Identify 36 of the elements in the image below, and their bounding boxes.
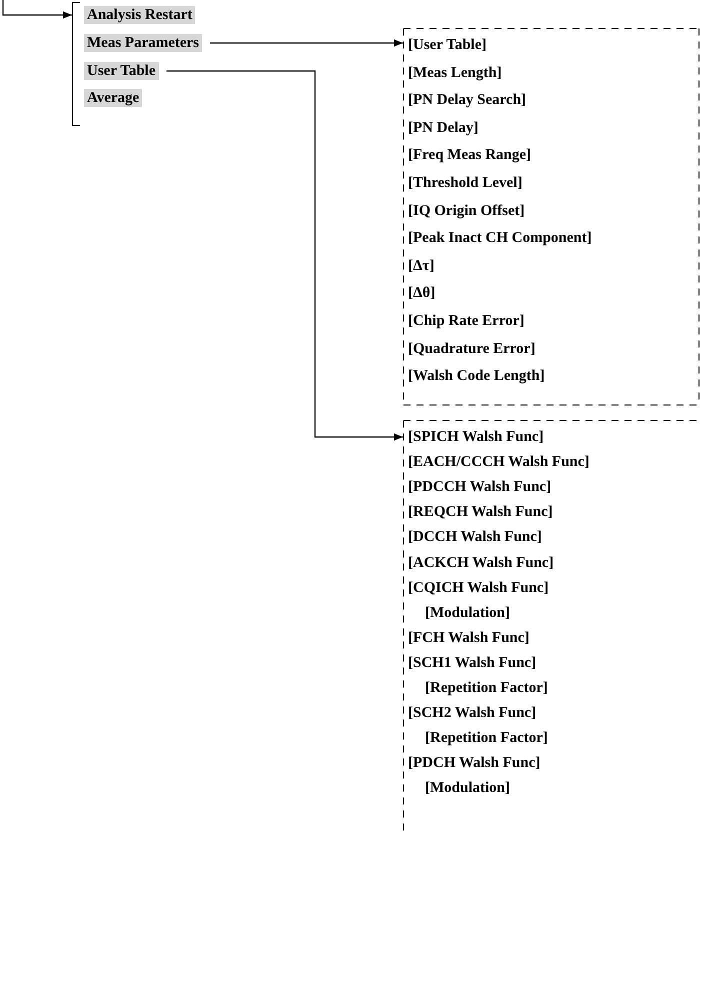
parameter-label: [Threshold Level]	[408, 174, 522, 192]
parameter-label: [ACKCH Walsh Func]	[408, 554, 554, 572]
parameter-label: [PDCCH Walsh Func]	[408, 478, 552, 496]
parameter-label: [Repetition Factor]	[425, 679, 548, 697]
parameter-label: [REQCH Walsh Func]	[408, 503, 553, 522]
connector-arrow	[210, 39, 403, 47]
parameter-label: [PDCH Walsh Func]	[408, 754, 540, 772]
parameter-label: [User Table]	[408, 36, 486, 54]
parameter-label: [Peak Inact CH Component]	[408, 229, 592, 248]
parameter-label: [Walsh Code Length]	[408, 367, 545, 386]
parameter-label: [DCCH Walsh Func]	[408, 528, 542, 546]
parameter-label: [Freq Meas Range]	[408, 146, 532, 164]
parameter-label: [SPICH Walsh Func]	[408, 428, 544, 446]
parameter-label: [IQ Origin Offset]	[408, 202, 525, 220]
parameter-label: [Δθ]	[408, 284, 436, 302]
parameter-label: [Repetition Factor]	[425, 729, 548, 748]
softkey-label: Analysis Restart	[84, 6, 196, 24]
parameter-label: [FCH Walsh Func]	[408, 628, 530, 647]
parameter-label: [CQICH Walsh Func]	[408, 578, 549, 597]
softkey-label: User Table	[84, 62, 158, 80]
parameter-label: [PN Delay]	[408, 118, 478, 137]
parameter-label: [PN Delay Search]	[408, 91, 526, 110]
softkey-label: Average	[84, 89, 142, 107]
parameter-label: [Chip Rate Error]	[408, 312, 524, 330]
parameter-label: [Quadrature Error]	[408, 340, 536, 358]
dashed-group-box	[403, 28, 700, 406]
parameter-label: [SCH2 Walsh Func]	[408, 704, 536, 722]
parameter-label: [EACH/CCCH Walsh Func]	[408, 453, 590, 472]
connector-arrow	[2, 0, 72, 19]
parameter-label: [Modulation]	[425, 779, 510, 798]
parameter-label: [Modulation]	[425, 604, 510, 622]
parameter-label: [SCH1 Walsh Func]	[408, 654, 536, 672]
softkey-label: Meas Parameters	[84, 34, 202, 52]
parameter-label: [Meas Length]	[408, 64, 502, 82]
connector-arrow	[166, 70, 403, 441]
parameter-label: [Δτ]	[408, 256, 434, 275]
